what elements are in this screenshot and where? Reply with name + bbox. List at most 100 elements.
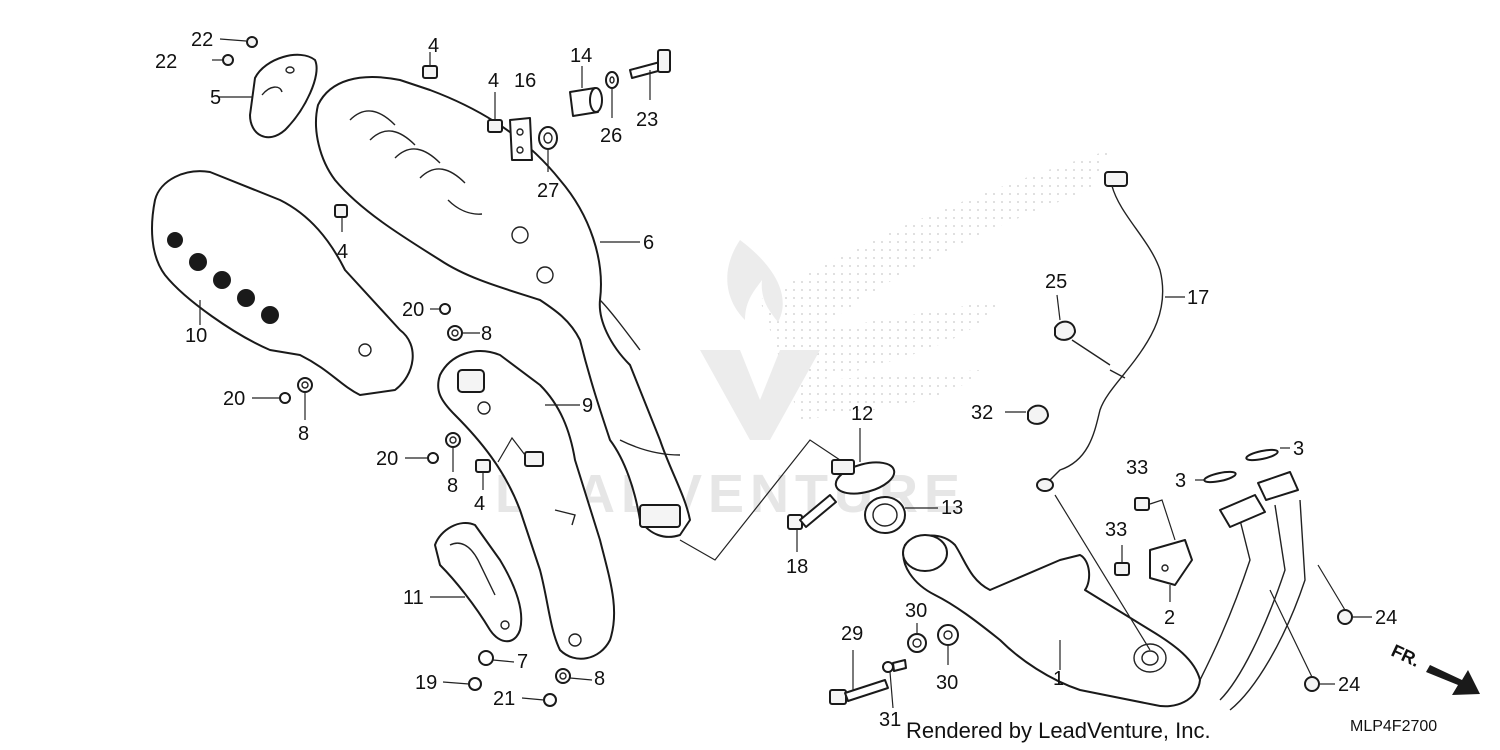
label-part-10[interactable]: 10 [185, 325, 207, 347]
part-20-washer-a[interactable] [430, 303, 451, 315]
label-part-19[interactable]: 19 [415, 672, 437, 694]
label-part-23[interactable]: 23 [636, 109, 658, 131]
front-direction-marker: FR. [1388, 640, 1480, 695]
label-part-16[interactable]: 16 [514, 70, 536, 92]
part-5-end-cap[interactable] [249, 53, 318, 139]
label-part-4a[interactable]: 4 [428, 35, 439, 57]
label-part-32[interactable]: 32 [971, 402, 993, 424]
label-part-33b[interactable]: 33 [1105, 519, 1127, 541]
front-direction-label: FR. [1388, 640, 1423, 670]
label-part-20c[interactable]: 20 [376, 448, 398, 470]
label-part-6[interactable]: 6 [643, 232, 654, 254]
label-part-12[interactable]: 12 [851, 403, 873, 425]
part-23-bolt[interactable] [629, 49, 671, 100]
label-part-27[interactable]: 27 [537, 180, 559, 202]
label-part-2[interactable]: 2 [1164, 607, 1175, 629]
label-part-18[interactable]: 18 [786, 556, 808, 578]
label-part-13[interactable]: 13 [941, 497, 963, 519]
label-part-24a[interactable]: 24 [1375, 607, 1397, 629]
label-part-24b[interactable]: 24 [1338, 674, 1360, 696]
label-part-8b[interactable]: 8 [298, 423, 309, 445]
diagram-code: MLP4F2700 [1350, 718, 1437, 735]
label-part-8a[interactable]: 8 [481, 323, 492, 345]
part-8-grommet-b[interactable] [297, 377, 313, 420]
part-22-screw-a[interactable] [219, 36, 258, 48]
part-30-grommet-b[interactable] [937, 624, 959, 665]
part-8-grommet-d[interactable] [555, 668, 593, 684]
label-part-4c[interactable]: 4 [337, 241, 348, 263]
part-8-grommet-c[interactable] [445, 432, 461, 472]
part-24-nut-a[interactable] [1317, 564, 1372, 625]
part-22-screw-b[interactable] [212, 54, 234, 66]
label-part-14[interactable]: 14 [570, 45, 592, 67]
part-2-bracket[interactable] [1149, 539, 1193, 602]
part-number-labels: 22 22 5 4 4 16 14 26 23 27 4 6 20 8 10 2… [155, 29, 1397, 731]
part-33-bolt-a[interactable] [1134, 497, 1176, 541]
part-20-washer-c[interactable] [405, 452, 439, 464]
label-part-7[interactable]: 7 [517, 651, 528, 673]
part-20-washer-b[interactable] [252, 392, 291, 404]
part-9-heat-guard[interactable] [437, 350, 616, 660]
render-credit: Rendered by LeadVenture, Inc. [906, 718, 1211, 743]
label-part-17[interactable]: 17 [1187, 287, 1209, 309]
part-27-grommet[interactable] [538, 126, 558, 172]
part-18-bolt[interactable] [787, 494, 837, 552]
label-part-8c[interactable]: 8 [447, 475, 458, 497]
part-1-exhaust-pipe[interactable] [902, 471, 1306, 711]
label-part-33a[interactable]: 33 [1126, 457, 1148, 479]
part-7-grommet[interactable] [478, 650, 515, 666]
part-8-grommet-a[interactable] [447, 325, 480, 341]
part-29-bolt[interactable] [829, 650, 889, 705]
part-26-washer[interactable] [605, 71, 619, 118]
sensor-leader [1054, 494, 1151, 651]
label-part-8d[interactable]: 8 [594, 668, 605, 690]
part-4-clip-mid[interactable] [487, 92, 503, 133]
part-33-bolt-b[interactable] [1114, 545, 1130, 576]
label-part-21[interactable]: 21 [493, 688, 515, 710]
part-12-clamp[interactable] [831, 428, 898, 499]
label-part-11[interactable]: 11 [403, 587, 424, 609]
part-25-clip[interactable] [1054, 294, 1076, 341]
label-part-4b[interactable]: 4 [488, 70, 499, 92]
part-4-clip-low[interactable] [334, 204, 348, 232]
label-part-22a[interactable]: 22 [191, 29, 213, 51]
part-31-washer[interactable] [882, 659, 907, 709]
part-4-clip-top[interactable] [422, 52, 438, 79]
front-direction-arrow [1426, 665, 1480, 695]
part-16-bracket[interactable] [509, 117, 533, 161]
part-30-grommet-a[interactable] [907, 623, 927, 653]
label-part-5[interactable]: 5 [210, 87, 221, 109]
label-part-26[interactable]: 26 [600, 125, 622, 147]
part-32-clip[interactable] [1005, 404, 1049, 425]
part-6-muffler[interactable] [315, 76, 691, 538]
label-part-1[interactable]: 1 [1053, 668, 1064, 690]
part-19-bolt[interactable] [442, 677, 482, 691]
label-part-20a[interactable]: 20 [402, 299, 424, 321]
label-part-31[interactable]: 31 [879, 709, 901, 731]
label-part-9[interactable]: 9 [582, 395, 593, 417]
part-4-clip-guard-b[interactable] [497, 436, 544, 467]
label-part-22b[interactable]: 22 [155, 51, 177, 73]
watermark-v-logo [700, 350, 820, 440]
part-11-heat-pad[interactable] [430, 522, 523, 643]
part-13-gasket[interactable] [864, 496, 938, 534]
part-21-bolt[interactable] [521, 693, 557, 707]
dotted-wing-logo [760, 150, 1110, 420]
part-24-nut-b[interactable] [1269, 589, 1335, 692]
label-part-30a[interactable]: 30 [905, 600, 927, 622]
part-3-gasket-b[interactable] [1195, 470, 1237, 484]
label-part-4d[interactable]: 4 [474, 493, 485, 515]
assembly-connector-line [679, 439, 841, 561]
label-part-29[interactable]: 29 [841, 623, 863, 645]
part-10-heat-shield[interactable] [151, 170, 414, 396]
label-part-3b[interactable]: 3 [1175, 470, 1186, 492]
label-part-25[interactable]: 25 [1045, 271, 1067, 293]
part-4-clip-guard[interactable] [475, 459, 491, 490]
part-17-sensor-harness[interactable] [1036, 171, 1185, 492]
part-3-gasket-a[interactable] [1245, 447, 1290, 462]
watermark-flame [727, 240, 783, 322]
label-part-3a[interactable]: 3 [1293, 438, 1304, 460]
label-part-30b[interactable]: 30 [936, 672, 958, 694]
label-part-20b[interactable]: 20 [223, 388, 245, 410]
part-14-collar[interactable] [569, 66, 603, 117]
